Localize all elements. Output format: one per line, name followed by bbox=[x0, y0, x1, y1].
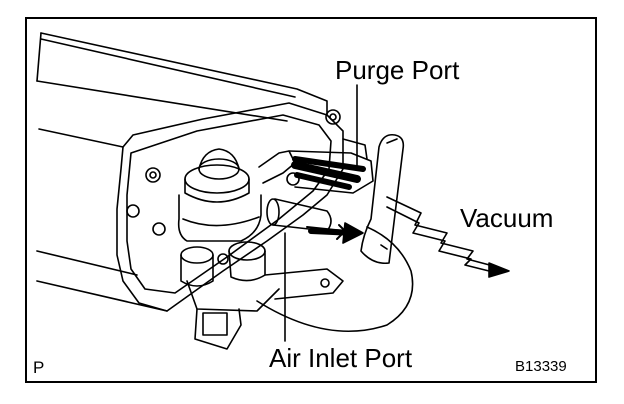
vacuum-arrow bbox=[386, 196, 510, 278]
finger bbox=[360, 133, 405, 265]
air-inlet-port bbox=[266, 198, 364, 244]
figure-code: B13339 bbox=[515, 358, 567, 375]
vacuum-label: Vacuum bbox=[460, 203, 554, 233]
purge-port-hose bbox=[258, 138, 374, 194]
figure-frame: Purge Port Vacuum Air Inlet Port P B1333… bbox=[25, 17, 597, 383]
canister-illustration bbox=[36, 32, 510, 350]
charcoal-canister bbox=[36, 32, 344, 312]
air-inlet-port-label: Air Inlet Port bbox=[269, 343, 413, 373]
corner-marker: P bbox=[33, 358, 45, 377]
purge-port-label: Purge Port bbox=[335, 55, 460, 85]
vacuum-valve bbox=[177, 148, 344, 350]
